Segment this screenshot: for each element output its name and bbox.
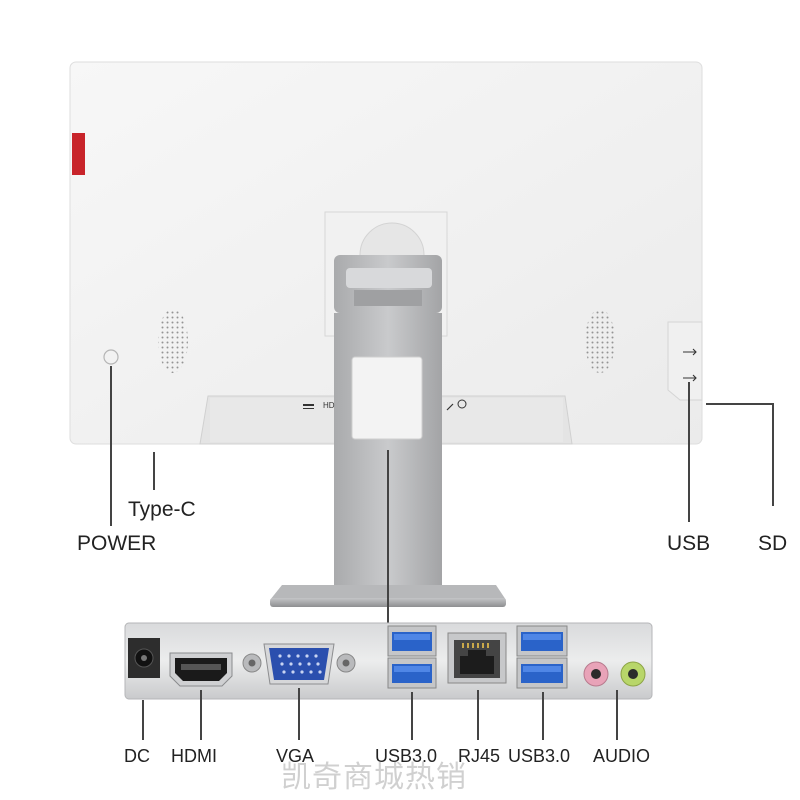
sd-callout-line-h — [706, 403, 773, 405]
usb3-right-label: USB3.0 — [508, 746, 571, 766]
usb-side-label: USB — [667, 532, 711, 555]
sd-label: SD — [758, 532, 788, 555]
rj45-port — [447, 632, 507, 684]
vga-port — [242, 643, 356, 685]
usb-callout-line — [688, 382, 690, 522]
vga-callout-line — [298, 688, 300, 740]
type-c-callout-line — [153, 452, 155, 490]
usb3-left-label: USB3.0 — [375, 746, 438, 766]
monitor-rear-illustration — [69, 61, 703, 607]
power-button — [103, 349, 119, 365]
usb-icon — [683, 374, 697, 382]
hdmi-port — [169, 652, 233, 687]
dc-icon — [303, 404, 314, 406]
usb3-right-callout-line — [542, 692, 544, 740]
sd-callout-line-v — [772, 403, 774, 506]
headphone-icon — [457, 399, 467, 409]
power-label: POWER — [77, 532, 157, 555]
usb3-left-stack — [387, 625, 437, 689]
left-speaker-grille — [158, 309, 188, 373]
power-callout-line — [110, 366, 112, 526]
usb3-right-stack — [516, 625, 568, 689]
audio-callout-line — [616, 690, 618, 740]
hdmi-callout-line — [200, 690, 202, 740]
stand-hinge — [334, 255, 442, 313]
vga-label: VGA — [276, 746, 315, 766]
mic-icon — [446, 403, 454, 411]
rj45-label: RJ45 — [458, 746, 501, 766]
side-port-panel — [667, 321, 703, 401]
io-panel-closeup — [124, 622, 653, 700]
watermark-text: 凯奇商城热销 — [281, 760, 467, 795]
hdmi-label: HDMI — [171, 746, 217, 766]
usb-icon — [683, 348, 697, 356]
right-speaker-grille — [585, 309, 615, 373]
usb3-left-callout-line — [411, 692, 413, 740]
audio-out-jack — [620, 661, 646, 687]
type-c-label: Type-C — [128, 498, 196, 521]
cable-cover — [351, 356, 423, 440]
mic-jack — [583, 661, 609, 687]
dc-label: DC — [124, 746, 150, 766]
dc-jack — [128, 638, 160, 678]
hdmi-marking: HD — [323, 401, 335, 410]
dc-callout-line — [142, 700, 144, 740]
audio-label: AUDIO — [593, 746, 651, 766]
panel-connector-line — [387, 450, 389, 628]
rj45-callout-line — [477, 690, 479, 740]
red-accent-tab — [72, 133, 85, 175]
